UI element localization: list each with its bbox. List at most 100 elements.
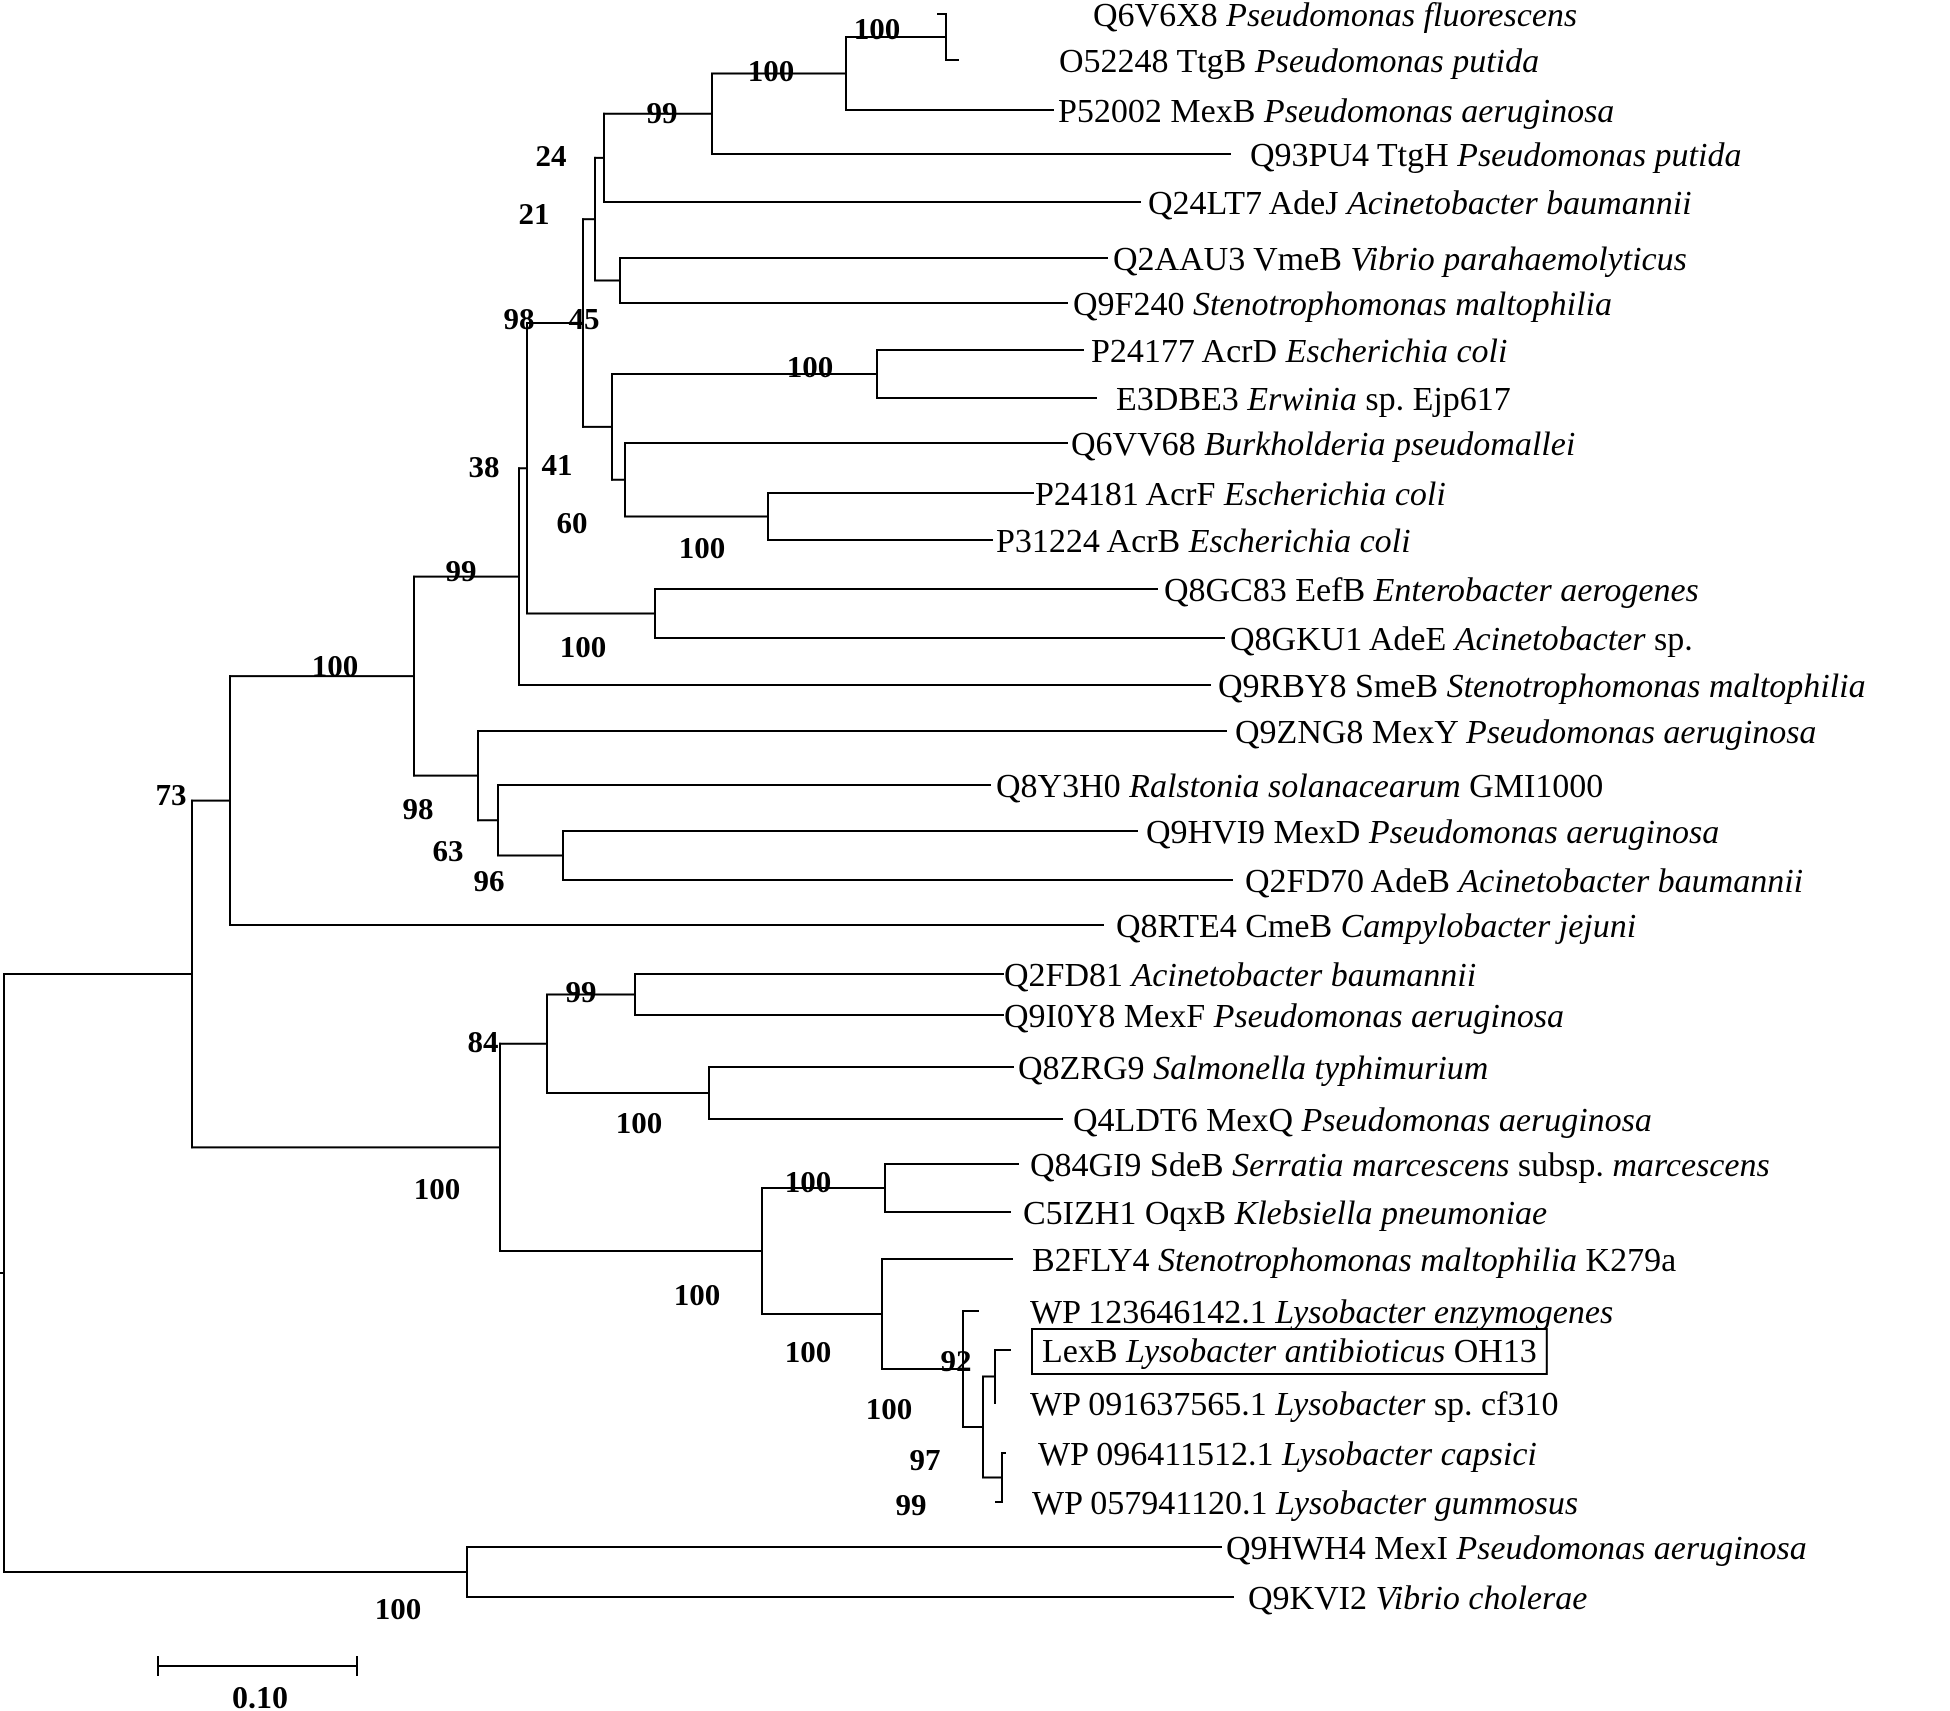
bootstrap-value: 84 bbox=[468, 1024, 499, 1059]
bootstrap-value: 45 bbox=[569, 301, 600, 336]
bootstrap-value: 100 bbox=[866, 1391, 913, 1426]
leaf-label-e3dbe3: E3DBE3 Erwinia sp. Ejp617 bbox=[1116, 381, 1511, 418]
bootstrap-value: 100 bbox=[616, 1105, 663, 1140]
bootstrap-value: 97 bbox=[910, 1442, 941, 1477]
leaf-label-part: Stenotrophomonas maltophilia bbox=[1158, 1242, 1577, 1279]
leaf-label-q93pu4: Q93PU4 TtgH Pseudomonas putida bbox=[1250, 137, 1741, 174]
tree-branches bbox=[0, 13, 1234, 1598]
leaf-label-part: Q4LDT6 MexQ bbox=[1073, 1102, 1302, 1139]
leaf-label-q9zng8: Q9ZNG8 MexY Pseudomonas aeruginosa bbox=[1235, 714, 1816, 751]
leaf-label-part: Q8ZRG9 bbox=[1018, 1050, 1153, 1087]
leaf-label-q9rby8: Q9RBY8 SmeB Stenotrophomonas maltophilia bbox=[1218, 668, 1866, 705]
bootstrap-value: 99 bbox=[896, 1487, 927, 1522]
scale-bar: 0.10 bbox=[157, 1656, 358, 1711]
leaf-label-b2fly4: B2FLY4 Stenotrophomonas maltophilia K279… bbox=[1032, 1242, 1676, 1279]
leaf-label-part: Acinetobacter baumannii bbox=[1456, 863, 1803, 900]
leaf-label-part: Pseudomonas fluorescens bbox=[1225, 0, 1577, 34]
highlight-box bbox=[1031, 1328, 1548, 1375]
leaf-label-part: Lysobacter enzymogenes bbox=[1274, 1294, 1613, 1331]
leaf-label-part: WP 057941120.1 bbox=[1032, 1485, 1276, 1522]
bootstrap-value: 100 bbox=[785, 1164, 832, 1199]
leaf-label-part: LexB bbox=[1042, 1333, 1126, 1370]
leaf-label-part: Escherichia coli bbox=[1188, 523, 1411, 560]
bootstrap-value: 100 bbox=[679, 530, 726, 565]
leaf-label-q84gi9: Q84GI9 SdeB Serratia marcescens subsp. m… bbox=[1030, 1147, 1770, 1184]
leaf-label-part: Q8GC83 EefB bbox=[1164, 572, 1374, 609]
leaf-label-part: Lysobacter gummosus bbox=[1275, 1485, 1578, 1522]
leaf-label-part: Acinetobacter bbox=[1453, 621, 1646, 658]
leaf-label-part: Stenotrophomonas maltophilia bbox=[1193, 286, 1612, 323]
leaf-label-part: Escherichia coli bbox=[1285, 333, 1508, 370]
leaf-label-part: Ralstonia solanacearum bbox=[1128, 768, 1460, 805]
leaf-label-q6v6x8: Q6V6X8 Pseudomonas fluorescens bbox=[1093, 0, 1577, 34]
bootstrap-value: 100 bbox=[674, 1277, 721, 1312]
bootstrap-value: 99 bbox=[446, 553, 477, 588]
leaf-label-part: Burkholderia pseudomallei bbox=[1204, 426, 1575, 463]
bootstrap-value: 100 bbox=[854, 11, 901, 46]
leaf-label-q8zrg9: Q8ZRG9 Salmonella typhimurium bbox=[1018, 1050, 1488, 1087]
leaf-label-part: E3DBE3 bbox=[1116, 381, 1247, 418]
leaf-label-q9hvi9: Q9HVI9 MexD Pseudomonas aeruginosa bbox=[1146, 814, 1719, 851]
bootstrap-value: 38 bbox=[469, 449, 500, 484]
leaf-label-q9kvi2: Q9KVI2 Vibrio cholerae bbox=[1248, 1580, 1587, 1617]
leaf-label-part: Q9F240 bbox=[1073, 286, 1193, 323]
leaf-label-p31224: P31224 AcrB Escherichia coli bbox=[996, 523, 1411, 560]
leaf-label-part: Klebsiella pneumoniae bbox=[1234, 1195, 1548, 1232]
leaf-label-part: B2FLY4 bbox=[1032, 1242, 1158, 1279]
bootstrap-value: 100 bbox=[787, 349, 834, 384]
leaf-label-c5izh1: C5IZH1 OqxB Klebsiella pneumoniae bbox=[1023, 1195, 1547, 1232]
leaf-label-q8gc83: Q8GC83 EefB Enterobacter aerogenes bbox=[1164, 572, 1699, 609]
bootstrap-value: 60 bbox=[557, 505, 588, 540]
leaf-label-part: Salmonella typhimurium bbox=[1153, 1050, 1488, 1087]
leaf-label-part: sp. cf310 bbox=[1425, 1386, 1558, 1423]
bootstrap-value: 98 bbox=[403, 791, 434, 826]
leaf-label-part: Enterobacter aerogenes bbox=[1373, 572, 1699, 609]
bootstrap-value: 99 bbox=[647, 95, 678, 130]
leaf-label-lexb: LexB Lysobacter antibioticus OH13 bbox=[1042, 1333, 1537, 1370]
leaf-label-part: Lysobacter bbox=[1274, 1386, 1426, 1423]
leaf-label-part: Pseudomonas putida bbox=[1254, 43, 1539, 80]
leaf-label-part: Vibrio parahaemolyticus bbox=[1350, 241, 1687, 278]
leaf-label-part: Lysobacter capsici bbox=[1281, 1436, 1537, 1473]
leaf-label-part: Q6V6X8 bbox=[1093, 0, 1226, 34]
leaf-label-p52002: P52002 MexB Pseudomonas aeruginosa bbox=[1058, 93, 1614, 130]
bootstrap-value: 21 bbox=[519, 196, 550, 231]
leaf-label-part: Pseudomonas aeruginosa bbox=[1465, 714, 1816, 751]
leaf-label-part: Pseudomonas aeruginosa bbox=[1455, 1530, 1806, 1567]
leaf-label-q8gku1: Q8GKU1 AdeE Acinetobacter sp. bbox=[1230, 621, 1693, 658]
leaf-label-q2fd81: Q2FD81 Acinetobacter baumannii bbox=[1004, 957, 1476, 994]
leaf-label-q8y3h0: Q8Y3H0 Ralstonia solanacearum GMI1000 bbox=[996, 768, 1603, 805]
bootstrap-value: 98 bbox=[504, 301, 535, 336]
leaf-label-part: P52002 MexB bbox=[1058, 93, 1264, 130]
leaf-label-part: Q2AAU3 VmeB bbox=[1113, 241, 1350, 278]
leaf-label-part: Q93PU4 TtgH bbox=[1250, 137, 1457, 174]
bootstrap-labels: 1001009924214510060100419810038999663981… bbox=[156, 11, 972, 1626]
leaf-label-part: Acinetobacter baumannii bbox=[1345, 185, 1692, 222]
bootstrap-value: 100 bbox=[312, 648, 359, 683]
leaf-label-part: Pseudomonas aeruginosa bbox=[1301, 1102, 1652, 1139]
leaf-label-part: Q8RTE4 CmeB bbox=[1116, 908, 1341, 945]
leaf-label-q4ldt6: Q4LDT6 MexQ Pseudomonas aeruginosa bbox=[1073, 1102, 1652, 1139]
leaf-label-part: sp. bbox=[1645, 621, 1692, 658]
leaf-label-part: Pseudomonas aeruginosa bbox=[1213, 998, 1564, 1035]
leaf-label-part: Acinetobacter baumannii bbox=[1130, 957, 1477, 994]
bootstrap-value: 100 bbox=[560, 629, 607, 664]
leaf-label-wp091637565: WP 091637565.1 Lysobacter sp. cf310 bbox=[1030, 1386, 1558, 1423]
leaf-label-part: Escherichia coli bbox=[1223, 476, 1446, 513]
leaf-label-part: Q24LT7 AdeJ bbox=[1148, 185, 1347, 222]
leaf-label-part: sp. Ejp617 bbox=[1357, 381, 1511, 418]
leaf-label-q24lt7: Q24LT7 AdeJ Acinetobacter baumannii bbox=[1148, 185, 1692, 222]
leaf-label-part: Q9RBY8 SmeB bbox=[1218, 668, 1447, 705]
bootstrap-value: 96 bbox=[474, 863, 505, 898]
bootstrap-value: 73 bbox=[156, 777, 187, 812]
leaf-label-part: Q2FD70 AdeB bbox=[1245, 863, 1458, 900]
leaf-label-part: OH13 bbox=[1445, 1333, 1537, 1370]
leaf-label-part: Pseudomonas aeruginosa bbox=[1263, 93, 1614, 130]
leaf-label-part: Q9ZNG8 MexY bbox=[1235, 714, 1466, 751]
bootstrap-value: 100 bbox=[785, 1334, 832, 1369]
bootstrap-value: 92 bbox=[941, 1343, 972, 1378]
leaf-label-part: Q6VV68 bbox=[1071, 426, 1204, 463]
leaf-label-part: Q8Y3H0 bbox=[996, 768, 1129, 805]
leaf-label-part: Pseudomonas putida bbox=[1456, 137, 1741, 174]
